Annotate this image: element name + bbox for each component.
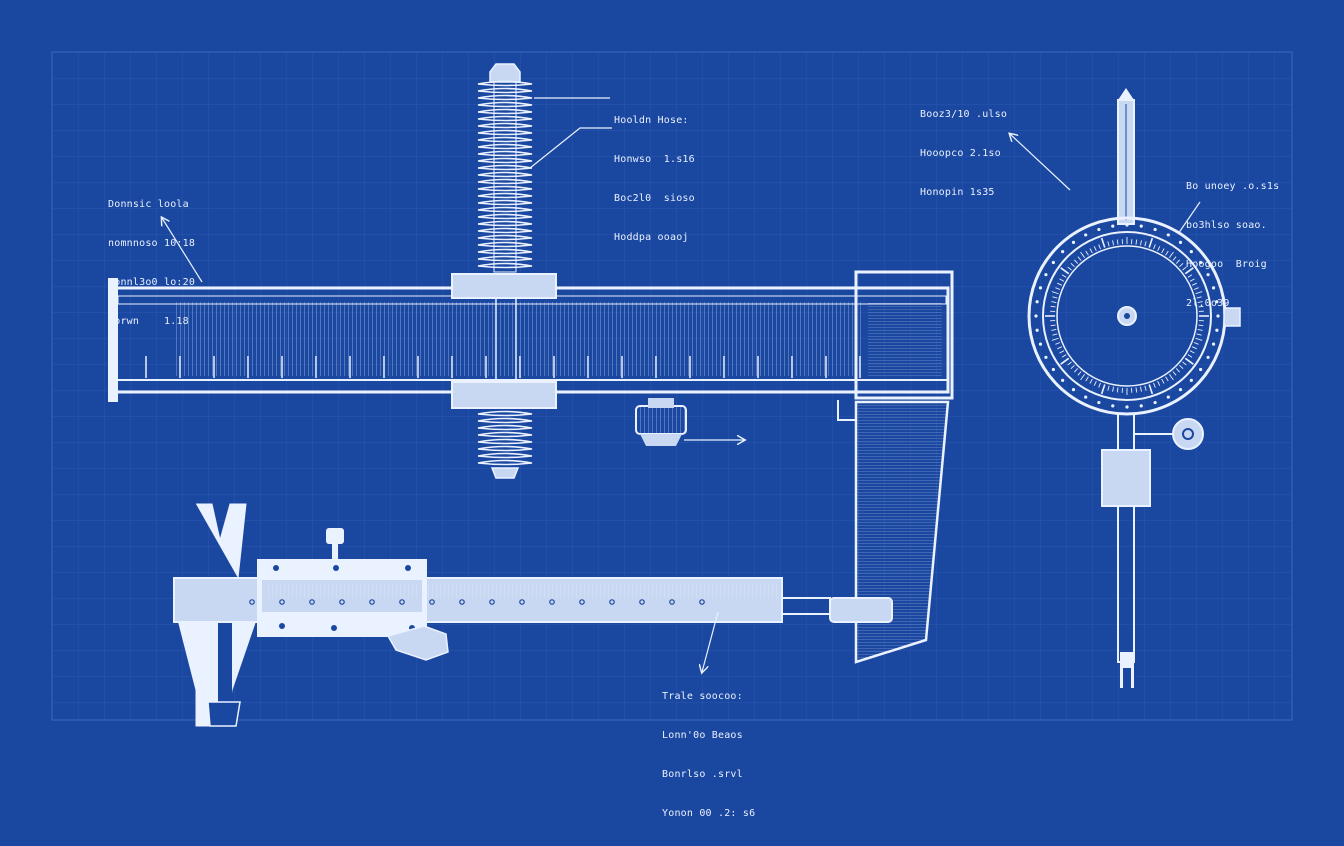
bezel-dot [1167,395,1170,398]
callout-top-center: Hooldn Hose: Honwso 1.s16 Boc2l0 sioso H… [614,88,695,270]
bezel-dot [1212,343,1215,346]
dial-hub-center [1124,313,1130,319]
bezel-dot [1097,401,1100,404]
bezel-dot [1199,368,1202,371]
bezel-dot [1072,241,1075,244]
caliper-screw-5 [331,625,337,631]
bezel-dot [1111,404,1114,407]
rule-scale-band [174,302,864,376]
dial-contact-tip [1123,668,1131,688]
caliper-screw-1 [273,565,279,571]
callout-line: Lonn'0o Beaos [662,729,755,742]
bezel-dot [1097,228,1100,231]
bezel-dot [1190,379,1193,382]
bezel-dot [1061,379,1064,382]
dial-clamp-knob [1173,419,1203,449]
dial-tick [1051,306,1056,307]
callout-line: Donnsic loola [108,198,195,211]
caliper-depth-tip [830,598,892,622]
bezel-dot [1036,300,1039,303]
callout-top-right: Booz3/10 .ulso Hooopco 2.1so Honopin 1s3… [920,82,1007,225]
callout-line: Boc2l0 sioso [614,192,695,205]
bezel-dot [1167,233,1170,236]
bezel-dot [1154,228,1157,231]
callout-line: 2l.0o39 [1186,297,1279,310]
bezel-dot [1052,261,1055,264]
callout-line: Honwso 1.s16 [614,153,695,166]
bezel-dot [1206,356,1209,359]
bezel-dot [1179,241,1182,244]
thumb-knob [636,406,686,434]
bezel-dot [1154,401,1157,404]
callout-line: Bo unoey .o.s1s [1186,180,1279,193]
bezel-dot [1039,343,1042,346]
bezel-dot [1036,329,1039,332]
bezel-dot [1034,314,1037,317]
bezel-dot [1044,273,1047,276]
callout-top-left: Donnsic loola nomnnoso 10:18 Bonnl3o0 lo… [108,172,195,354]
dial-tick [1117,240,1118,245]
caliper-jaw-slot [218,620,232,708]
callout-line: Hooldn Hose: [614,114,695,127]
callout-line: Bonrlso .srvl [662,768,755,781]
dial-tick [1136,240,1137,245]
bezel-dot [1111,225,1114,228]
caliper-thumbscrew [326,528,344,544]
bezel-dot [1125,223,1128,226]
rule-dark-end [868,302,942,376]
bezel-dot [1084,395,1087,398]
bezel-dot [1044,356,1047,359]
bezel-dot [1052,368,1055,371]
dial-clamp-block [1102,450,1150,506]
blueprint-canvas: Donnsic loola nomnnoso 10:18 Bonnl3o0 lo… [0,0,1344,768]
dial-tick [1051,325,1056,326]
caliper-beam-scale [426,584,778,598]
dial-tick [1117,387,1118,392]
callout-bottom-center: Trale soocoo: Lonn'0o Beaos Bonrlso .srv… [662,664,755,846]
callout-line: Hooopco 2.1so [920,147,1007,160]
callout-line: Hoogoo Broig [1186,258,1279,271]
callout-line: Trale soocoo: [662,690,755,703]
caliper-screw-4 [279,623,285,629]
caliper-screw-3 [405,565,411,571]
callout-line: Borwn 1.18 [108,315,195,328]
callout-line: bo3hlso soao. [1186,219,1279,232]
caliper-thumbscrew-stem [332,544,338,560]
rod-tip [490,64,520,82]
bezel-dot [1084,233,1087,236]
dial-tick [1136,387,1137,392]
thumb-knob-stem [648,398,674,408]
bezel-dot [1061,250,1064,253]
bezel-dot [1039,286,1042,289]
callout-line: Booz3/10 .ulso [920,108,1007,121]
bezel-dot [1140,225,1143,228]
bezel-dot [1072,388,1075,391]
callout-line: Hoddpa ooaoj [614,231,695,244]
bezel-dot [1140,404,1143,407]
rod-bottom-tip [492,468,518,478]
bezel-dot [1125,405,1128,408]
callout-line: nomnnoso 10:18 [108,237,195,250]
callout-line: Yonon 00 .2: s6 [662,807,755,820]
rod-collar-top [452,274,556,298]
thumb-knob-base [640,434,682,446]
caliper-slider-scale [268,584,418,598]
callout-right-mid: Bo unoey .o.s1s bo3hlso soao. Hoogoo Bro… [1186,154,1279,336]
bezel-dot [1179,388,1182,391]
caliper-screw-2 [333,565,339,571]
callout-line: Bonnl3o0 lo:20 [108,276,195,289]
caliper-lower-jaw-inner [208,702,240,726]
callout-line: Honopin 1s35 [920,186,1007,199]
rod-collar-bottom [452,382,556,408]
